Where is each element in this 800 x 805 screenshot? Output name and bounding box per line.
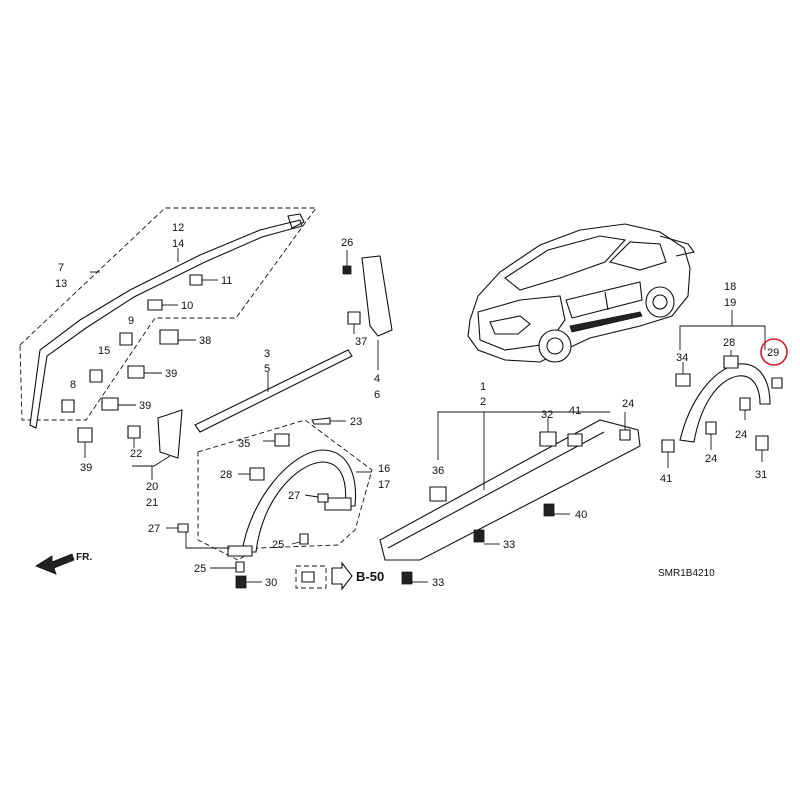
label-11: 11 bbox=[221, 275, 232, 287]
label-34: 34 bbox=[676, 352, 688, 364]
label-7: 7 bbox=[58, 262, 64, 274]
label-14: 14 bbox=[172, 238, 184, 250]
label-40: 40 bbox=[575, 509, 587, 521]
label-24-a: 24 bbox=[622, 398, 634, 410]
label-24-b: 24 bbox=[735, 429, 747, 441]
highlight-circle-29 bbox=[760, 338, 788, 366]
label-24-c: 24 bbox=[705, 453, 717, 465]
label-15: 15 bbox=[98, 345, 110, 357]
label-19: 19 bbox=[724, 297, 736, 309]
label-41-b: 41 bbox=[660, 473, 672, 485]
label-27-b: 27 bbox=[288, 490, 300, 502]
pillar-garnish-group bbox=[342, 250, 393, 370]
front-direction-arrow bbox=[35, 553, 75, 575]
reference-b50 bbox=[295, 561, 353, 591]
label-23: 23 bbox=[350, 416, 362, 428]
label-28-a: 28 bbox=[220, 469, 232, 481]
label-13: 13 bbox=[55, 278, 67, 290]
label-33-a: 33 bbox=[503, 539, 515, 551]
label-21: 21 bbox=[146, 497, 158, 509]
front-label: FR. bbox=[76, 552, 92, 563]
label-4: 4 bbox=[374, 373, 380, 385]
label-20: 20 bbox=[146, 481, 158, 493]
car-illustration bbox=[467, 223, 695, 363]
label-25-b: 25 bbox=[272, 539, 284, 551]
label-16: 16 bbox=[378, 463, 390, 475]
label-1: 1 bbox=[480, 381, 486, 393]
side-sill-group bbox=[379, 411, 641, 585]
front-arch-group bbox=[166, 417, 373, 589]
label-27-a: 27 bbox=[148, 523, 160, 535]
clip-11 bbox=[189, 274, 203, 286]
label-9: 9 bbox=[128, 315, 134, 327]
label-28-b: 28 bbox=[723, 337, 735, 349]
label-18: 18 bbox=[724, 281, 736, 293]
rear-arch-group bbox=[661, 310, 783, 468]
label-39-c: 39 bbox=[80, 462, 92, 474]
label-12: 12 bbox=[172, 222, 184, 234]
label-26: 26 bbox=[341, 237, 353, 249]
label-31: 31 bbox=[755, 469, 767, 481]
label-36: 36 bbox=[432, 465, 444, 477]
label-41-a: 41 bbox=[569, 405, 581, 417]
label-17: 17 bbox=[378, 479, 390, 491]
label-6: 6 bbox=[374, 389, 380, 401]
label-38: 38 bbox=[199, 335, 211, 347]
label-5: 5 bbox=[264, 363, 270, 375]
label-8: 8 bbox=[70, 379, 76, 391]
diagram-code: SMR1B4210 bbox=[658, 568, 715, 579]
roof-molding-group bbox=[19, 207, 317, 458]
label-22: 22 bbox=[130, 448, 142, 460]
label-29: 29 bbox=[767, 347, 779, 359]
reference-label: B-50 bbox=[356, 569, 384, 584]
corner-garnish bbox=[127, 409, 183, 480]
label-2: 2 bbox=[480, 396, 486, 408]
label-35: 35 bbox=[238, 438, 250, 450]
label-10: 10 bbox=[181, 300, 193, 312]
label-37: 37 bbox=[355, 336, 367, 348]
label-25-a: 25 bbox=[194, 563, 206, 575]
label-30: 30 bbox=[265, 577, 277, 589]
label-32: 32 bbox=[541, 409, 553, 421]
belt-molding bbox=[194, 349, 353, 433]
label-39-b: 39 bbox=[139, 400, 151, 412]
label-3: 3 bbox=[264, 348, 270, 360]
label-33-b: 33 bbox=[432, 577, 444, 589]
label-39-a: 39 bbox=[165, 368, 177, 380]
